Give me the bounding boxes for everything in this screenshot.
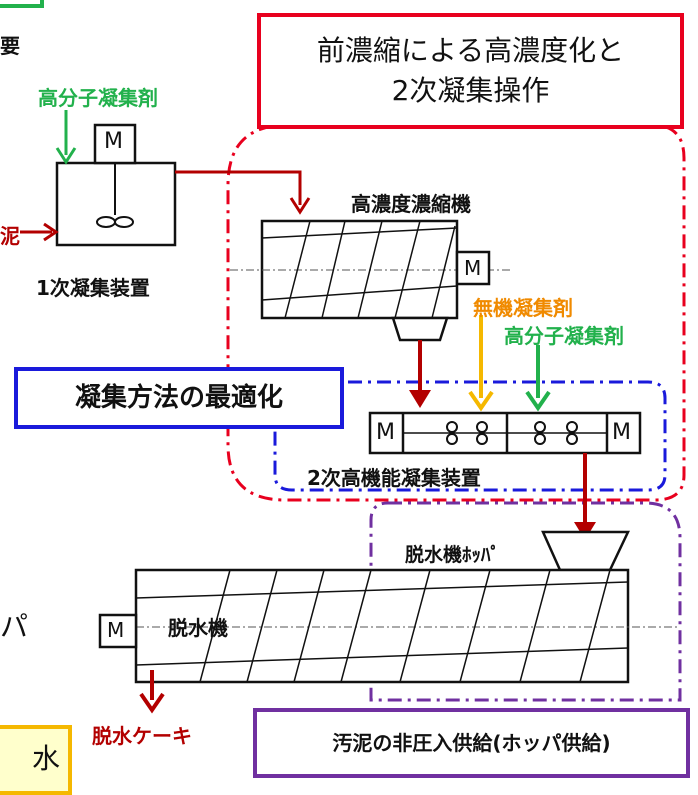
cake-label: 脱水ケーキ [92, 724, 192, 748]
title-line-1: 前濃縮による高濃度化と [316, 34, 625, 67]
left-char-fragment: パ [0, 610, 29, 643]
polymer-arrow-1 [55, 147, 77, 165]
primary-unit-label: 1次凝集装置 [36, 276, 150, 300]
inorganic-arrow [468, 390, 494, 412]
title-line-2: 2次凝集操作 [391, 74, 550, 107]
yellow-partial-box: 水 [0, 725, 72, 795]
sludge-inlet-arrow [43, 222, 59, 242]
inorganic-coagulant-label: 無機凝集剤 [473, 296, 573, 320]
to-thickener-arrow [289, 197, 311, 215]
green-partial-box [0, 0, 44, 8]
hopper-region-outline [369, 501, 682, 702]
polymer-arrow-2 [525, 390, 551, 412]
thickener-motor-label: M [464, 256, 482, 280]
primary-mixer-right [114, 216, 134, 228]
left-fragment-text: 要 [0, 34, 20, 58]
dewaterer-motor-label: M [107, 618, 125, 642]
title-box: 前濃縮による高濃度化と 2次凝集操作 [257, 13, 684, 129]
dewaterer-label: 脱水機 [168, 616, 228, 640]
thickener-to-secondary-arrow [409, 390, 431, 408]
thickener-motor-box [455, 250, 491, 286]
primary-motor-box [93, 123, 137, 165]
hopper [541, 530, 630, 572]
optimize-box: 凝集方法の最適化 [14, 367, 344, 429]
dewaterer-body [134, 568, 630, 684]
hopper-label: 脱水機ﾎｯﾊﾟ [405, 544, 501, 566]
sludge-fragment: 泥 [0, 224, 20, 248]
hopper-supply-box: 汚泥の非圧入供給(ホッパ供給) [253, 708, 690, 778]
secondary-unit-label: 2次高機能凝集装置 [307, 466, 481, 490]
dewaterer-motor-box [98, 613, 138, 649]
thickener-label: 高濃度濃縮機 [351, 192, 471, 216]
primary-motor-label: M [104, 129, 123, 154]
secondary-motor-left: M [376, 420, 395, 445]
polymer-label-right: 高分子凝集剤 [504, 324, 624, 348]
polymer-label-top: 高分子凝集剤 [38, 86, 158, 110]
cake-outlet-arrow [139, 692, 165, 714]
thickener-outlet [391, 316, 449, 342]
secondary-motor-right: M [612, 420, 631, 445]
